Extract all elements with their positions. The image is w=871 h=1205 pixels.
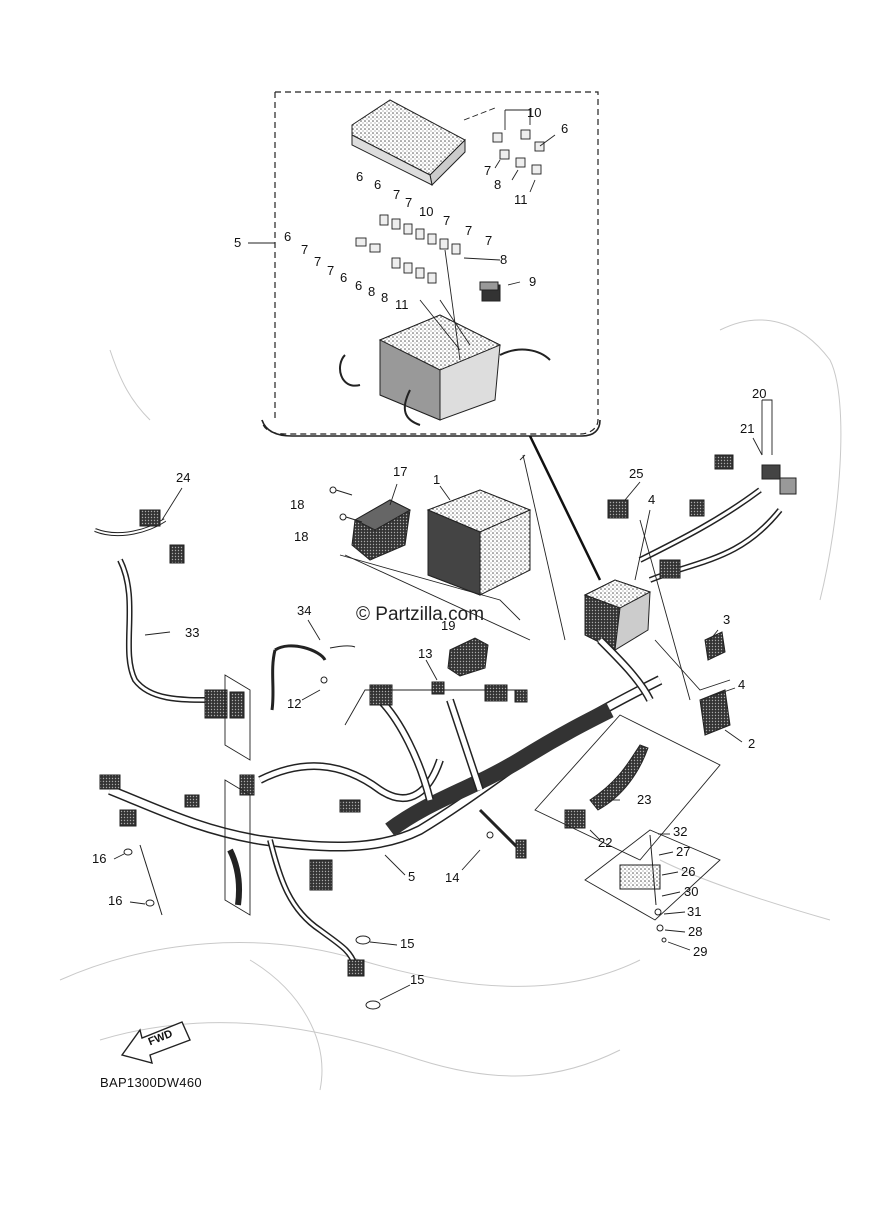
callout-26: 26 <box>681 864 696 879</box>
callout-6: 6 <box>561 121 569 136</box>
callout-7: 7 <box>301 242 309 257</box>
bracket-outlines <box>224 454 731 921</box>
callout-23: 23 <box>637 792 652 807</box>
inset-link-line <box>528 435 602 581</box>
callout-6: 6 <box>284 229 292 244</box>
fuse-box-inset <box>261 91 601 437</box>
fuse-box-body <box>339 314 551 426</box>
callout-32: 32 <box>673 824 688 839</box>
inset-leaders <box>248 107 556 361</box>
battery <box>426 489 532 596</box>
harness-connectors <box>99 454 734 977</box>
callout-28: 28 <box>688 924 703 939</box>
callout-1: 1 <box>433 472 441 487</box>
callout-7: 7 <box>327 263 335 278</box>
callout-10: 10 <box>419 204 434 219</box>
callout-19: 19 <box>441 618 456 633</box>
bolts-18 <box>329 486 363 523</box>
callout-30: 30 <box>684 884 699 899</box>
callout-16: 16 <box>92 851 107 866</box>
callout-11: 11 <box>395 297 409 312</box>
main-fuse-box <box>583 499 652 651</box>
relays-right <box>699 464 797 736</box>
callout-21: 21 <box>740 421 755 436</box>
callout-13: 13 <box>418 646 433 661</box>
callout-12: 12 <box>287 696 302 711</box>
callout-31: 31 <box>687 904 702 919</box>
relay-9 <box>479 281 501 302</box>
callout-6: 6 <box>340 270 348 285</box>
fuse-box-cover <box>351 99 466 187</box>
fuse-array <box>355 129 545 284</box>
callout-5: 5 <box>408 869 416 884</box>
callout-3: 3 <box>723 612 731 627</box>
callout-18: 18 <box>294 529 309 544</box>
callout-2: 2 <box>748 736 756 751</box>
callout-24: 24 <box>176 470 191 485</box>
callout-5: 5 <box>234 235 242 250</box>
callout-7: 7 <box>314 254 322 269</box>
part-23 <box>589 744 649 811</box>
callout-20: 20 <box>752 386 767 401</box>
callout-15: 15 <box>400 936 415 951</box>
fwd-arrow-icon <box>120 1021 191 1064</box>
callout-10: 10 <box>527 105 542 120</box>
callout-7: 7 <box>484 163 492 178</box>
callout-7: 7 <box>393 187 401 202</box>
callout-6: 6 <box>374 177 382 192</box>
callout-6: 6 <box>356 169 364 184</box>
callout-15: 15 <box>410 972 425 987</box>
diagram-code: BAP1300DW460 <box>100 1075 202 1090</box>
callout-25: 25 <box>629 466 644 481</box>
callout-7: 7 <box>443 213 451 228</box>
callout-9: 9 <box>529 274 537 289</box>
callout-7: 7 <box>405 195 413 210</box>
callout-29: 29 <box>693 944 708 959</box>
callout-8: 8 <box>500 252 508 267</box>
callout-4: 4 <box>648 492 656 507</box>
callout-27: 27 <box>676 844 691 859</box>
callout-8: 8 <box>381 290 389 305</box>
regulator <box>351 499 412 561</box>
callout-4: 4 <box>738 677 746 692</box>
leader-lines <box>113 399 773 1001</box>
watermark: © Partzilla.com <box>356 604 485 625</box>
callout-8: 8 <box>494 177 502 192</box>
callout-16: 16 <box>108 893 123 908</box>
callout-7: 7 <box>465 223 473 238</box>
callout-6: 6 <box>355 278 363 293</box>
callout-33: 33 <box>185 625 200 640</box>
callout-18: 18 <box>290 497 305 512</box>
part-19 <box>447 637 489 677</box>
callout-7: 7 <box>485 233 493 248</box>
callout-11: 11 <box>514 192 528 207</box>
callout-8: 8 <box>368 284 376 299</box>
callout-34: 34 <box>297 603 312 618</box>
callout-17: 17 <box>393 464 408 479</box>
callout-14: 14 <box>445 870 460 885</box>
callout-22: 22 <box>598 835 613 850</box>
